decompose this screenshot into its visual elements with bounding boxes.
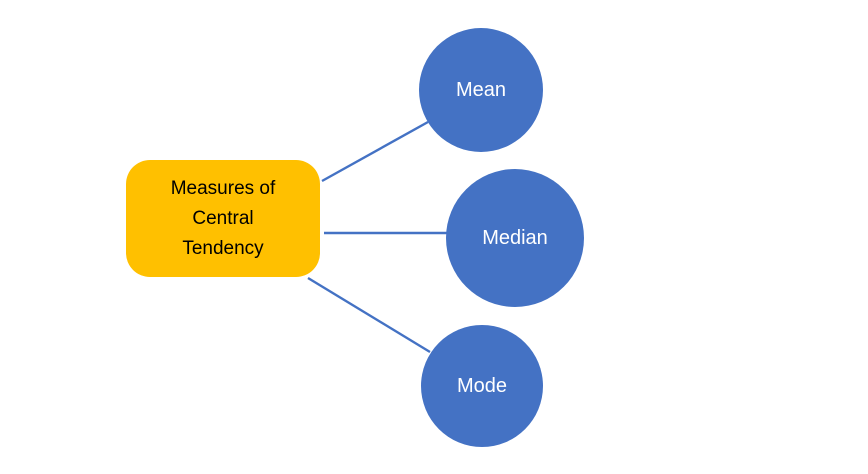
- connector-root-to-mean-line: [321, 120, 429, 183]
- node-mean-label: Mean: [455, 78, 507, 101]
- root-node-measures-of-central-tendency: Measures of Central Tendency: [126, 160, 320, 277]
- connector-root-to-mode-line: [307, 276, 431, 354]
- node-mode-label: Mode: [456, 374, 508, 397]
- node-median-circle: Median: [446, 169, 584, 307]
- node-median-label: Median: [482, 226, 548, 249]
- node-mean-circle: Mean: [419, 28, 543, 152]
- root-node-label-line-2: Central: [192, 207, 254, 229]
- root-node-label-line-1: Measures of: [170, 177, 276, 199]
- root-node-label-line-3: Tendency: [182, 237, 264, 259]
- node-mode-circle: Mode: [421, 325, 543, 447]
